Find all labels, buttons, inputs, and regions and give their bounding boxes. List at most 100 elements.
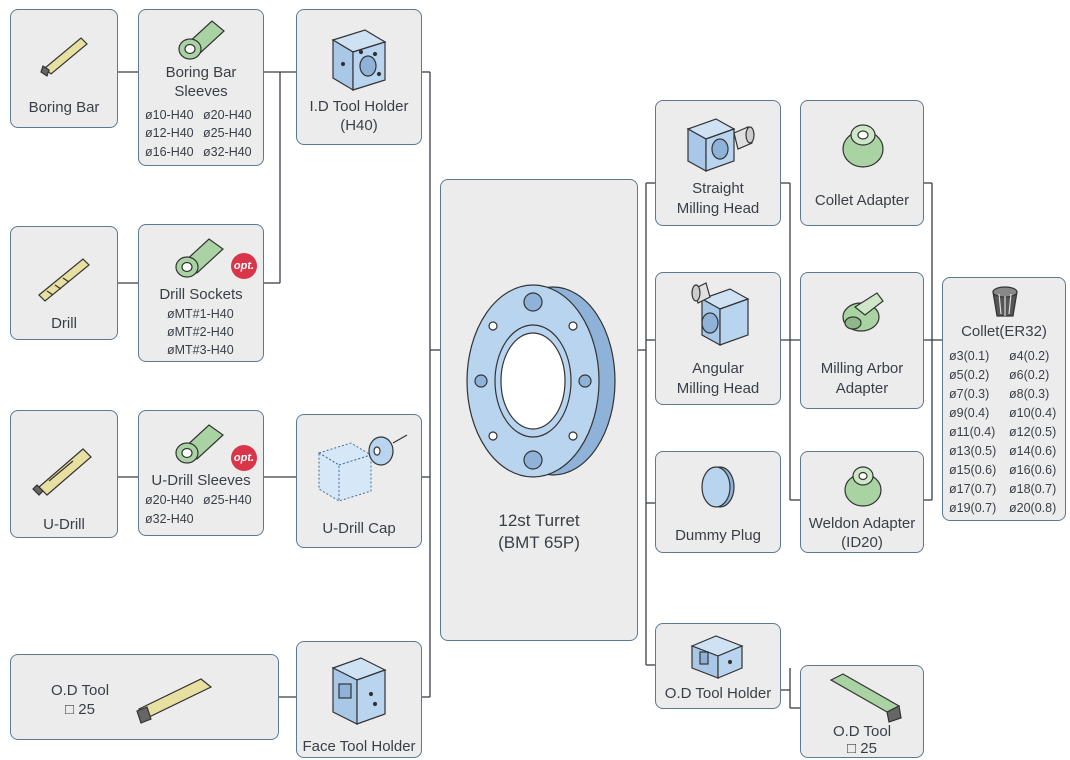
spec-item: ø18(0.7) <box>1009 482 1057 496</box>
drill-icon <box>38 258 90 302</box>
turret-label-1: 12st Turret <box>498 511 580 530</box>
spec-item: ø11(0.4) <box>949 425 996 439</box>
node-u-drill-sleeves: opt. U-Drill Sleeves ø20-H40 ø25-H40 ø32… <box>138 410 264 536</box>
straight-milling-head-label-2: Milling Head <box>676 200 760 217</box>
spec-item: ø10-H40 <box>145 108 194 122</box>
boring-bar-sleeves-label-2: Sleeves <box>174 83 228 100</box>
id-tool-holder-label-2: (H40) <box>340 117 378 134</box>
turret-label-2: (BMT 65P) <box>498 533 580 552</box>
node-dummy-plug: Dummy Plug <box>655 451 781 553</box>
socket-icon <box>175 238 224 278</box>
drill-label: Drill <box>51 315 77 332</box>
boring-bar-sleeves-label-1: Boring Bar <box>165 64 237 81</box>
od-tool-holder-label: O.D Tool Holder <box>664 685 772 702</box>
spec-item: øMT#2-H40 <box>167 325 234 339</box>
spec-item: ø3(0.1) <box>949 349 990 363</box>
node-face-tool-holder: Face Tool Holder <box>296 641 422 758</box>
node-boring-bar-sleeves: Boring Bar Sleeves ø10-H40 ø20-H40 ø12-H… <box>138 9 264 166</box>
milling-arbor-adapter-icon <box>842 292 884 332</box>
angular-milling-head-icon <box>691 282 750 347</box>
spec-item: ø32-H40 <box>203 145 252 159</box>
optional-badge: opt. <box>231 253 257 279</box>
spec-item: øMT#3-H40 <box>167 343 234 357</box>
weldon-adapter-label-1: Weldon Adapter <box>808 515 916 532</box>
u-drill-icon <box>32 448 92 496</box>
node-u-drill-cap: U-Drill Cap <box>296 414 422 548</box>
spec-item: ø12(0.5) <box>1009 425 1057 439</box>
spec-item: ø4(0.2) <box>1009 349 1050 363</box>
node-turret: 12st Turret (BMT 65P) <box>440 179 638 641</box>
spec-item: ø16-H40 <box>145 145 194 159</box>
node-od-tool-holder: O.D Tool Holder <box>655 623 781 709</box>
id-tool-holder-label-1: I.D Tool Holder <box>309 98 409 115</box>
boring-bar-icon <box>40 37 88 77</box>
od-tool-right-label-2: □ 25 <box>847 740 877 757</box>
od-tool-icon <box>829 673 902 723</box>
dummy-plug-icon <box>701 466 735 508</box>
spec-item: ø13(0.5) <box>949 444 997 458</box>
od-tool-icon <box>136 678 213 724</box>
straight-milling-head-icon <box>686 118 755 173</box>
node-od-tool-right: O.D Tool □ 25 <box>800 665 924 758</box>
node-od-tool-left: O.D Tool □ 25 <box>10 654 279 740</box>
spec-item: ø25-H40 <box>203 493 252 507</box>
sleeve-icon <box>175 424 224 464</box>
dummy-plug-label: Dummy Plug <box>675 527 761 544</box>
milling-arbor-adapter-label-1: Milling Arbor <box>820 360 904 377</box>
spec-item: ø20-H40 <box>203 108 252 122</box>
node-drill: Drill <box>10 226 118 340</box>
node-id-tool-holder: I.D Tool Holder (H40) <box>296 9 422 145</box>
spec-item: ø9(0.4) <box>949 406 990 420</box>
collet-label: Collet(ER32) <box>961 323 1047 340</box>
weldon-adapter-label-2: (ID20) <box>841 534 883 551</box>
id-tool-holder-icon <box>331 29 387 92</box>
node-u-drill: U-Drill <box>10 410 118 538</box>
node-drill-sockets: opt. Drill Sockets øMT#1-H40 øMT#2-H40 ø… <box>138 224 264 362</box>
boring-bar-label: Boring Bar <box>28 99 100 116</box>
milling-arbor-adapter-label-2: Adapter <box>835 380 889 397</box>
spec-item: ø7(0.3) <box>949 387 990 401</box>
spec-item: ø16(0.6) <box>1009 463 1057 477</box>
collet-adapter-icon <box>842 124 884 168</box>
od-tool-left-label-2: □ 25 <box>65 701 95 718</box>
u-drill-sleeves-label: U-Drill Sleeves <box>151 472 251 489</box>
straight-milling-head-label-1: Straight <box>692 180 744 197</box>
spec-item: ø15(0.6) <box>949 463 997 477</box>
spec-item: ø6(0.2) <box>1009 368 1050 382</box>
spec-item: ø20(0.8) <box>1009 501 1057 515</box>
sleeve-icon <box>178 20 225 60</box>
spec-item: ø14(0.6) <box>1009 444 1057 458</box>
spec-item: ø19(0.7) <box>949 501 997 515</box>
collet-icon <box>992 286 1018 317</box>
optional-badge: opt. <box>231 445 257 471</box>
od-tool-left-label-1: O.D Tool <box>50 682 110 699</box>
spec-item: ø10(0.4) <box>1009 406 1057 420</box>
angular-milling-head-label-2: Milling Head <box>676 380 760 397</box>
angular-milling-head-label-1: Angular <box>692 360 744 377</box>
spec-item: ø8(0.3) <box>1009 387 1050 401</box>
node-boring-bar: Boring Bar <box>10 9 118 128</box>
node-weldon-adapter: Weldon Adapter (ID20) <box>800 451 924 553</box>
turret-icon <box>466 284 616 478</box>
od-tool-holder-icon <box>690 635 744 679</box>
node-angular-milling-head: Angular Milling Head <box>655 272 781 405</box>
u-drill-label: U-Drill <box>43 516 85 533</box>
collet-adapter-label: Collet Adapter <box>814 192 910 209</box>
face-tool-holder-icon <box>331 657 387 725</box>
u-drill-cap-label: U-Drill Cap <box>322 520 396 537</box>
node-straight-milling-head: Straight Milling Head <box>655 100 781 226</box>
spec-item: ø12-H40 <box>145 126 194 140</box>
weldon-adapter-icon <box>844 466 882 507</box>
od-tool-right-label-1: O.D Tool <box>832 723 892 740</box>
node-collet: Collet(ER32) ø3(0.1) ø4(0.2) ø5(0.2) ø6(… <box>942 277 1066 521</box>
spec-item: ø5(0.2) <box>949 368 990 382</box>
spec-item: ø32-H40 <box>145 512 194 526</box>
spec-item: ø25-H40 <box>203 126 252 140</box>
drill-sockets-label: Drill Sockets <box>159 286 243 303</box>
u-drill-cap-icon <box>317 434 408 502</box>
spec-item: ø20-H40 <box>145 493 194 507</box>
spec-item: øMT#1-H40 <box>167 307 234 321</box>
node-milling-arbor-adapter: Milling Arbor Adapter <box>800 272 924 409</box>
spec-item: ø17(0.7) <box>949 482 997 496</box>
